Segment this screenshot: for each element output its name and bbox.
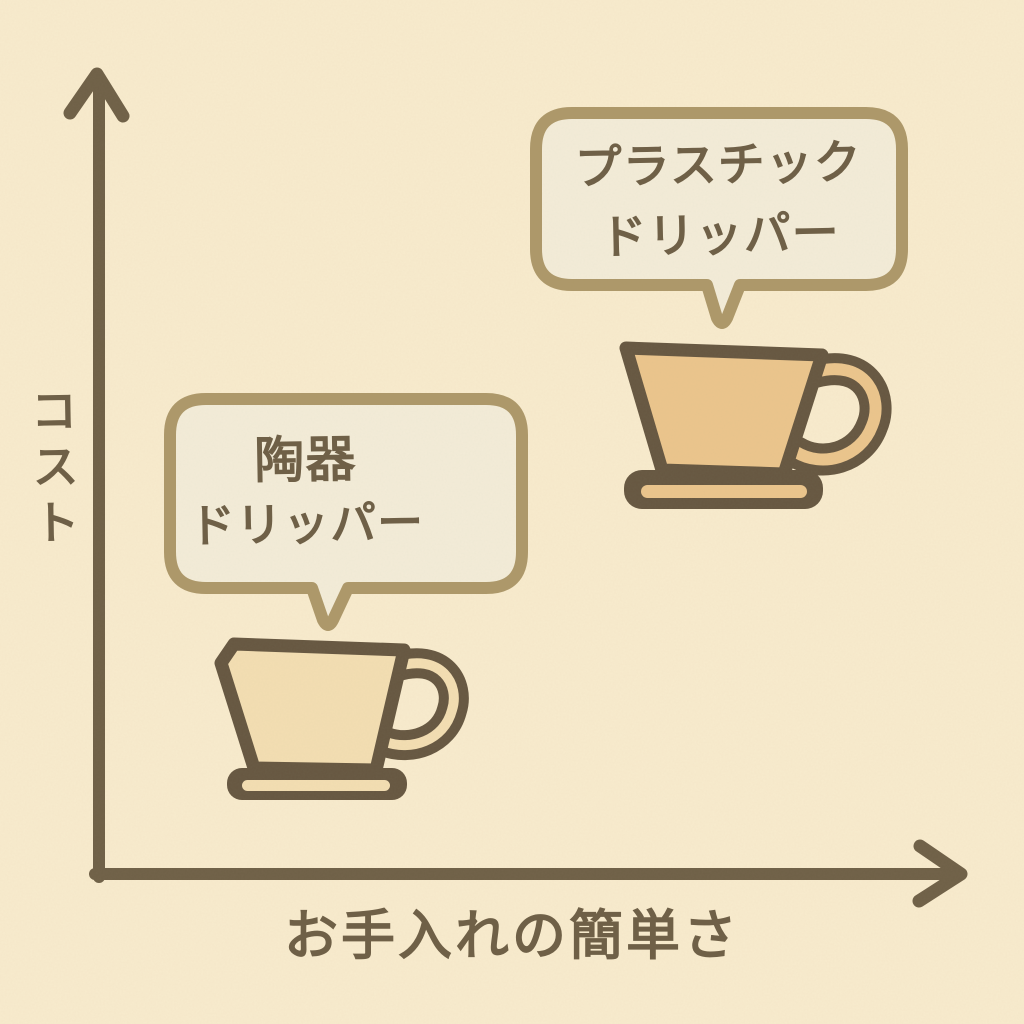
plastic-dripper-bubble-label: プラスチック ドリッパー <box>535 127 904 275</box>
plastic-dripper-label-line1: プラスチック <box>574 135 863 197</box>
plastic-dripper-label-line2: ドリッパー <box>599 205 841 266</box>
x-axis-label: お手入れの簡単さ <box>284 904 740 967</box>
ceramic-dripper-label-line1: 陶器 <box>253 430 357 490</box>
ceramic-dripper-bubble-label: 陶器 ドリッパー <box>167 426 445 559</box>
ceramic-dripper-label-line2: ドリッパー <box>188 494 425 554</box>
y-axis-label: コスト <box>21 385 80 555</box>
